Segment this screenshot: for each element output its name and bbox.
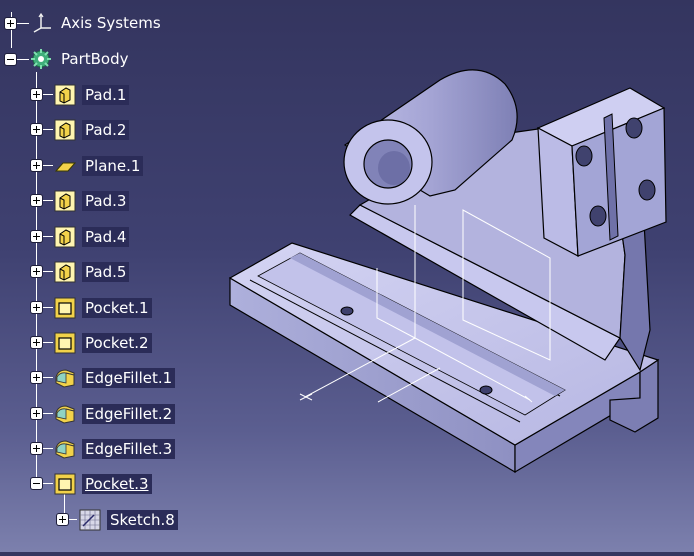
mount-slot	[603, 113, 619, 241]
edge-fillet-icon	[55, 369, 75, 388]
expand-plus-icon[interactable]	[31, 124, 42, 135]
expand-plus-icon[interactable]	[31, 89, 42, 100]
mount-hole-3	[589, 205, 607, 227]
tree-sub-branch-line	[64, 492, 65, 520]
tree-label: Pad.3	[82, 191, 130, 211]
pocket-icon	[54, 473, 76, 495]
collapse-minus-icon[interactable]	[5, 54, 16, 65]
pad-icon	[54, 119, 76, 141]
expand-plus-icon[interactable]	[31, 337, 42, 348]
tree-label: PartBody	[61, 50, 129, 68]
expand-plus-icon[interactable]	[31, 372, 42, 383]
groove-step	[290, 253, 565, 396]
mount-hole-2	[625, 117, 643, 139]
pocket-icon	[54, 297, 76, 319]
base-hole-1	[340, 306, 354, 316]
cylinder-bore-inner	[378, 151, 410, 185]
tree-label: Plane.1	[82, 156, 144, 176]
expand-plus-icon[interactable]	[31, 266, 42, 277]
tree-label: Pad.5	[82, 262, 130, 282]
expand-plus-icon[interactable]	[31, 302, 42, 313]
base-right-lip	[609, 358, 659, 433]
edge-fillet-icon	[55, 405, 75, 424]
groove-left-edge	[249, 279, 521, 423]
specification-tree: Axis Systems PartBody Pad.1	[0, 0, 260, 552]
mount-hole-4	[638, 179, 656, 201]
tree-label: Pocket.1	[82, 298, 152, 318]
expand-plus-icon[interactable]	[31, 231, 42, 242]
expand-plus-icon[interactable]	[31, 160, 42, 171]
sketch-wireframe	[299, 205, 551, 403]
pad-icon	[54, 261, 76, 283]
pad-icon	[54, 226, 76, 248]
sketch-icon	[79, 509, 101, 531]
expand-plus-icon[interactable]	[31, 443, 42, 454]
tree-label: Pad.1	[82, 85, 130, 105]
pad-icon	[54, 84, 76, 106]
tree-label: EdgeFillet.1	[82, 368, 176, 388]
collapse-minus-icon[interactable]	[31, 478, 42, 489]
tree-label: EdgeFillet.3	[82, 439, 176, 459]
tree-label: Pad.4	[82, 227, 130, 247]
tree-branch-line	[36, 72, 37, 484]
expand-plus-icon[interactable]	[31, 195, 42, 206]
edge-fillet-icon	[55, 440, 75, 459]
mount-hole-1	[575, 145, 593, 167]
expand-plus-icon[interactable]	[5, 18, 16, 29]
tree-label: Pocket.3	[82, 474, 152, 494]
pad-icon	[54, 190, 76, 212]
tree-label: Sketch.8	[107, 510, 178, 530]
axis-systems-icon	[33, 12, 51, 33]
pocket-icon	[54, 332, 76, 354]
tree-label: Pocket.2	[82, 333, 152, 353]
tree-root-line	[11, 12, 12, 48]
expand-plus-icon[interactable]	[57, 514, 68, 525]
tree-label: Pad.2	[82, 120, 130, 140]
partbody-gear-icon	[31, 49, 51, 69]
plane-icon	[54, 162, 76, 172]
expand-plus-icon[interactable]	[31, 408, 42, 419]
base-hole-2	[479, 385, 493, 395]
tree-label: Axis Systems	[61, 14, 161, 32]
tree-label: EdgeFillet.2	[82, 404, 176, 424]
